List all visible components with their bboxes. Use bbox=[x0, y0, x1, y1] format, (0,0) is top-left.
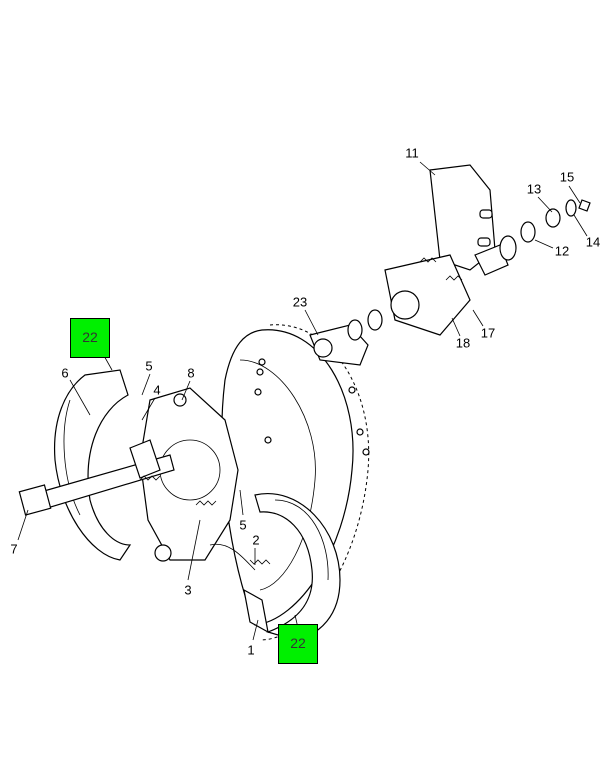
callout-17: 17 bbox=[480, 325, 496, 341]
spider-plate bbox=[139, 387, 239, 562]
leader-lines bbox=[17, 161, 588, 641]
callout-11: 11 bbox=[405, 145, 419, 161]
chamber-bracket bbox=[384, 164, 591, 336]
dust-shield bbox=[221, 324, 370, 641]
bolts bbox=[254, 358, 370, 456]
hotspot-label: 22 bbox=[82, 329, 98, 345]
callout-7: 7 bbox=[10, 541, 18, 557]
callout-14: 14 bbox=[585, 234, 601, 250]
callout-2: 2 bbox=[252, 532, 260, 548]
callout-15: 15 bbox=[559, 169, 575, 185]
hotspot-22-upper[interactable]: 22 bbox=[70, 318, 110, 358]
hotspot-22-lower[interactable]: 22 bbox=[278, 624, 318, 664]
camshaft bbox=[18, 439, 175, 516]
callout-13: 13 bbox=[526, 181, 542, 197]
callout-12: 12 bbox=[554, 243, 570, 259]
callout-3: 3 bbox=[184, 582, 192, 598]
slack-adjuster bbox=[309, 309, 383, 366]
return-springs bbox=[139, 475, 271, 571]
callout-1: 1 bbox=[247, 642, 255, 658]
callout-23: 23 bbox=[292, 294, 308, 310]
hotspot-label: 22 bbox=[290, 635, 306, 651]
brake-shoe-left bbox=[53, 369, 132, 561]
callout-4: 4 bbox=[153, 382, 161, 398]
callout-5: 5 bbox=[145, 358, 153, 374]
callout-5-lower: 5 bbox=[239, 517, 247, 533]
callout-18: 18 bbox=[455, 335, 471, 351]
callout-8: 8 bbox=[187, 365, 195, 381]
callout-6: 6 bbox=[61, 365, 69, 381]
